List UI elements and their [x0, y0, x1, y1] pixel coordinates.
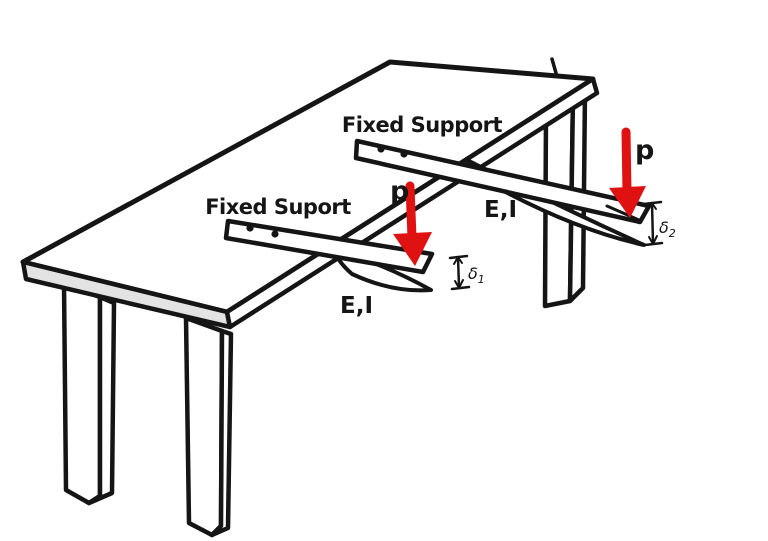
fixed-support-label-right: Fixed Support — [342, 113, 503, 137]
front-left-leg-face — [61, 281, 103, 506]
right-cantilever-beam — [353, 138, 652, 247]
text-labels: Fixed Support Fixed Suport p p E,I E,I δ… — [205, 113, 676, 319]
load-label-left: p — [390, 176, 409, 207]
right-deflection-dimension — [642, 200, 664, 247]
flexural-rigidity-label-right: E,I — [484, 197, 517, 223]
right-beam-ruler — [353, 138, 652, 225]
right-beam-tip-edge — [605, 204, 641, 222]
tabletop-corner-tick — [550, 57, 558, 75]
deflection-dimensions — [448, 200, 664, 291]
deflection-label-right: δ2 — [659, 218, 676, 240]
right-load-arrow-shaft — [621, 127, 632, 197]
left-load-arrow-head — [393, 232, 432, 266]
left-cantilever-beam — [223, 218, 435, 293]
left-beam-screw-1 — [246, 224, 254, 232]
front-left-leg-side — [86, 294, 117, 506]
left-deflection-dimension — [448, 254, 471, 291]
right-beam-screw-1 — [377, 145, 385, 153]
deflection-label-left: δ1 — [468, 264, 485, 286]
left-beam-screw-2 — [271, 230, 279, 238]
load-arrows — [393, 127, 646, 266]
flexural-rigidity-label-left: E,I — [340, 293, 373, 319]
left-load-arrow-shaft — [405, 181, 417, 243]
fixed-support-label-left: Fixed Suport — [205, 195, 351, 219]
right-load-arrow-head — [609, 186, 646, 218]
right-beam-screw-2 — [400, 150, 408, 158]
front-middle-leg-side — [209, 328, 234, 538]
front-middle-leg-face — [183, 315, 225, 538]
load-label-right: p — [635, 135, 654, 166]
